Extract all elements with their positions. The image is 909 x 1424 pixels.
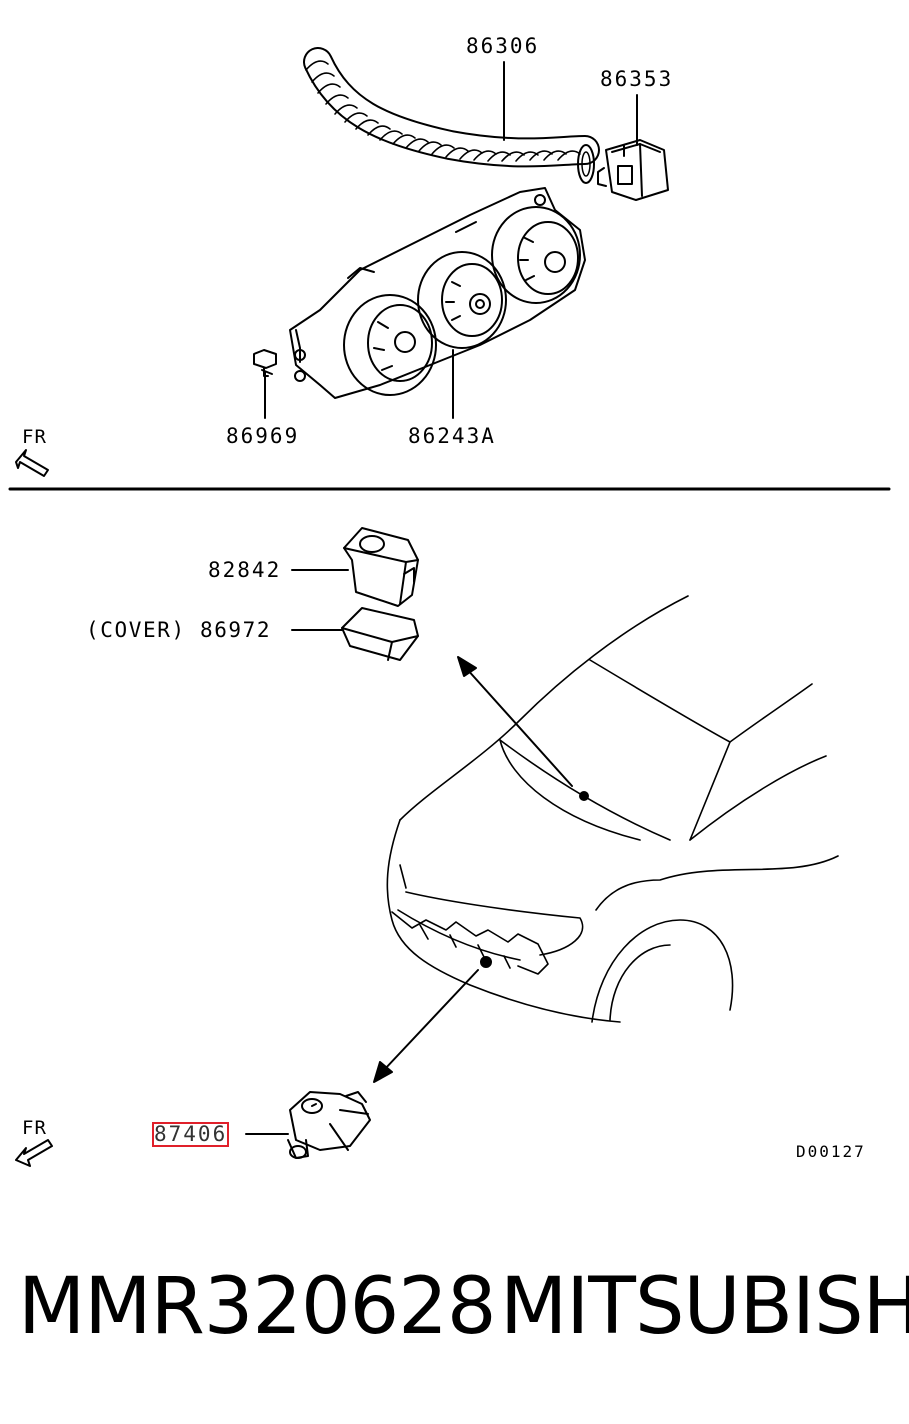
- switch-part: [343, 527, 419, 607]
- climate-control-panel: [289, 187, 586, 399]
- arrow-head-icon: [373, 1061, 393, 1083]
- front-marker-bottom: FR: [22, 1117, 47, 1139]
- cover-part: [341, 607, 419, 661]
- connector-part: [597, 139, 669, 201]
- arrow-to-switch: [465, 667, 573, 787]
- label-sensor: 87406: [151, 1122, 230, 1147]
- label-cover: (COVER) 86972: [86, 618, 272, 642]
- label-bolt: 86969: [226, 424, 300, 448]
- arrow-to-sensor: [383, 969, 479, 1071]
- label-hose: 86306: [466, 34, 540, 58]
- sensor-part: [287, 1091, 371, 1159]
- brand-name: MITSUBISHI: [500, 1262, 909, 1352]
- corrugated-hose: [303, 47, 600, 184]
- label-control-panel: 86243A: [408, 424, 496, 448]
- arrow-head-icon: [457, 656, 477, 677]
- label-connector: 86353: [600, 67, 674, 91]
- part-number: MMR320628: [18, 1262, 497, 1352]
- front-marker-top: FR: [22, 426, 47, 448]
- drawing-code: D00127: [796, 1142, 866, 1161]
- front-arrow-icon: [15, 449, 49, 477]
- front-arrow-icon: [15, 1139, 53, 1167]
- vehicle-outline: [386, 595, 839, 1023]
- label-switch: 82842: [208, 558, 282, 582]
